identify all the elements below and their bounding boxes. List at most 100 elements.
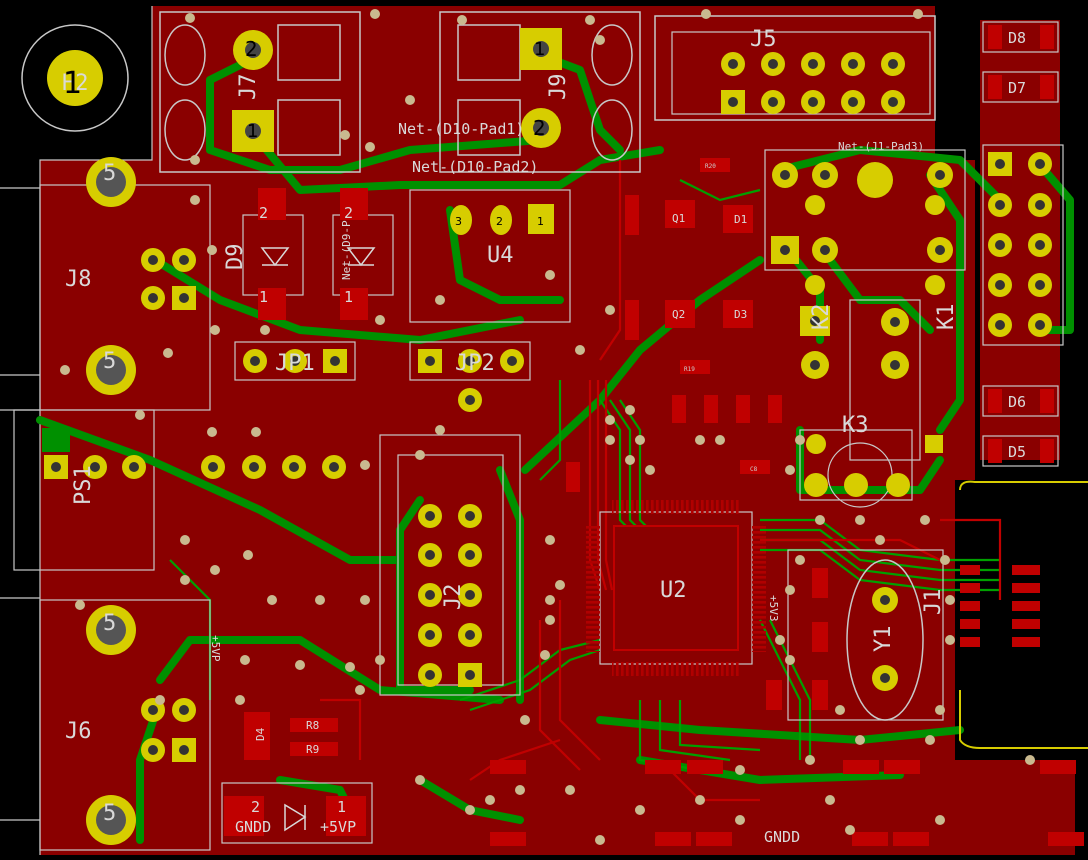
via: [940, 555, 950, 565]
j8-top: 5: [103, 161, 116, 186]
via: [190, 155, 200, 165]
d10-pad1: 1: [344, 288, 353, 306]
via: [355, 685, 365, 695]
bottom-smd-row: [490, 760, 1084, 846]
power-gnd: GNDD: [235, 818, 271, 836]
via: [595, 835, 605, 845]
q1-label: Q1: [672, 212, 685, 225]
via: [925, 735, 935, 745]
k3-ref: K3: [842, 413, 869, 438]
led-column: D8 D7 D6 D5: [982, 21, 1059, 467]
via: [240, 655, 250, 665]
c8-label: C8: [750, 466, 758, 473]
led-d6: D6: [982, 385, 1059, 417]
via: [243, 550, 253, 560]
via: [180, 535, 190, 545]
j7-pad1: 1: [247, 121, 258, 142]
via: [815, 515, 825, 525]
via: [605, 435, 615, 445]
connector-right-header: [982, 144, 1064, 346]
led-d8: D8: [982, 21, 1059, 53]
via: [360, 460, 370, 470]
smd-passives: [224, 158, 782, 836]
via: [735, 815, 745, 825]
jp1-ref: JP1: [275, 351, 315, 376]
d3-label: D3: [734, 308, 747, 321]
connector-j2: J2: [379, 434, 521, 696]
copper-traces-back: [36, 51, 1074, 844]
j9-pad1: 1: [534, 39, 545, 60]
via: [595, 35, 605, 45]
via: [735, 765, 745, 775]
via: [695, 435, 705, 445]
ps1-ref: PS1: [71, 465, 96, 505]
via: [340, 130, 350, 140]
via: [695, 795, 705, 805]
jumper-jp2: JP2: [409, 341, 531, 412]
via: [635, 805, 645, 815]
via: [457, 15, 467, 25]
via: [210, 325, 220, 335]
via: [207, 427, 217, 437]
via: [920, 515, 930, 525]
led-d7-label: D7: [1008, 79, 1026, 97]
jp2-ref: JP2: [455, 351, 495, 376]
via: [545, 535, 555, 545]
k2-ref: K2: [809, 304, 834, 331]
r8-label: R8: [306, 719, 319, 732]
usb-pads: [960, 565, 1040, 647]
via: [835, 705, 845, 715]
via: [945, 595, 955, 605]
d1-label: D1: [734, 213, 747, 226]
u4-pin3: 3: [455, 215, 462, 228]
via: [913, 9, 923, 19]
via: [415, 775, 425, 785]
led-d7: D7: [982, 71, 1059, 103]
via: [605, 305, 615, 315]
via: [485, 795, 495, 805]
power-supply-ps1: PS1: [42, 428, 346, 505]
q2-label: Q2: [672, 308, 685, 321]
via: [625, 455, 635, 465]
via: [155, 695, 165, 705]
via: [845, 825, 855, 835]
r9-label: R9: [306, 743, 319, 756]
connector-j6: 5 5 J6: [39, 599, 211, 851]
via: [260, 325, 270, 335]
connector-j8: 5 5 J8: [39, 157, 211, 411]
connector-j7: 2 1 J7: [159, 11, 361, 173]
via: [365, 142, 375, 152]
via: [875, 535, 885, 545]
smd-labels: Q1 D1 Q2 D3 R19 R20 C8 R8 R9 D4: [254, 163, 758, 756]
gndd-label: GNDD: [764, 828, 800, 846]
via: [163, 348, 173, 358]
j6-top: 5: [103, 611, 116, 636]
via: [795, 555, 805, 565]
j6-bottom: 5: [103, 801, 116, 826]
via: [795, 435, 805, 445]
d4-label: D4: [254, 727, 267, 741]
via: [935, 815, 945, 825]
hole-h2-label: H2: [62, 71, 89, 96]
via: [775, 635, 785, 645]
via: [575, 345, 585, 355]
via: [75, 600, 85, 610]
via: [207, 245, 217, 255]
via: [375, 315, 385, 325]
led-d6-label: D6: [1008, 393, 1026, 411]
via: [435, 425, 445, 435]
j2-ref: J2: [441, 584, 466, 611]
d9-pad1: 1: [259, 288, 268, 306]
u4-ref: U4: [487, 243, 514, 268]
via: [855, 735, 865, 745]
j1-ref: J1: [921, 589, 946, 616]
via: [360, 595, 370, 605]
j7-pad2: 2: [245, 37, 258, 61]
via: [415, 450, 425, 460]
via: [555, 580, 565, 590]
power-pad1: 1: [337, 798, 346, 816]
power-vcc: +5VP: [320, 818, 356, 836]
power-side-net: +5V3: [767, 595, 780, 622]
via: [785, 585, 795, 595]
